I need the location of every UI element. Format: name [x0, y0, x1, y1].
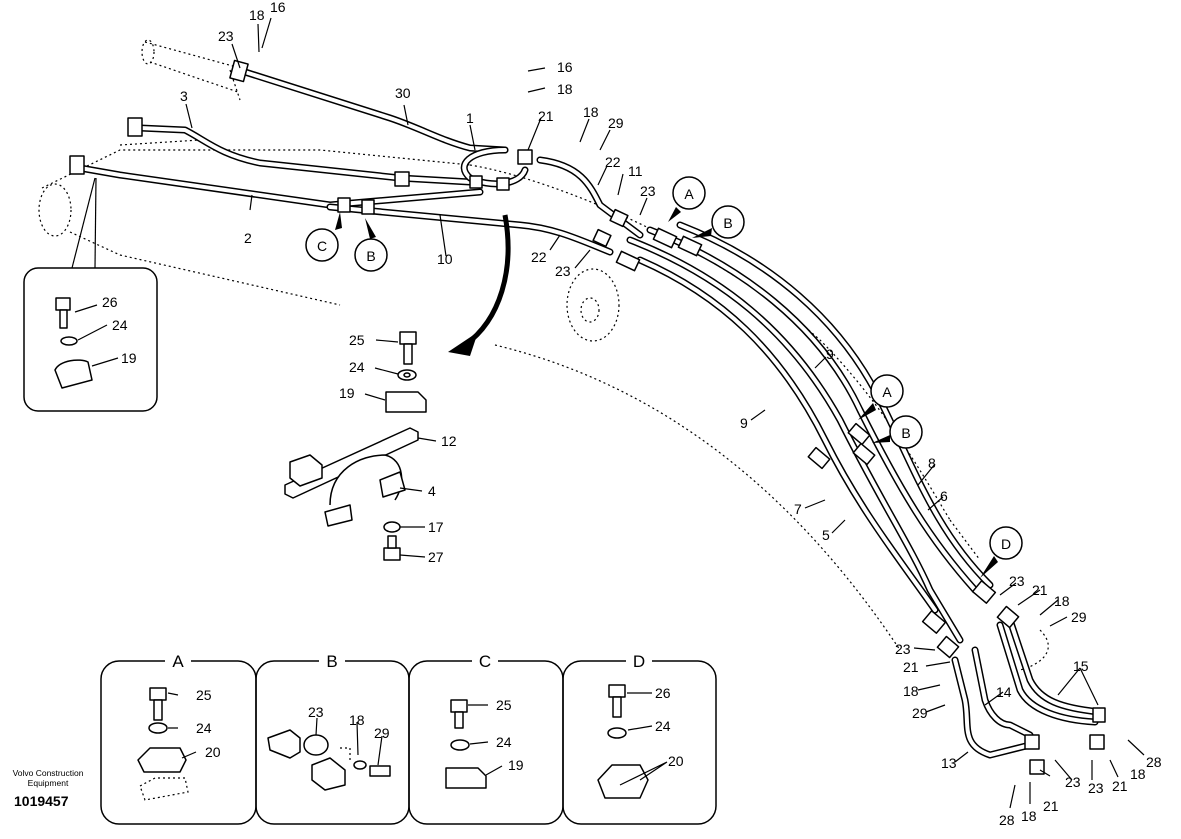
detail-b-title: B: [326, 652, 337, 671]
label-17: 17: [428, 519, 444, 535]
fittings: [69, 59, 1106, 775]
label-8: 8: [928, 455, 936, 471]
callout-c: C: [317, 238, 327, 254]
label-13: 13: [941, 755, 957, 771]
callout-d: D: [1001, 536, 1011, 552]
label-24-inset: 24: [112, 317, 128, 333]
part-labels: 16 18 23 30 3 1 2 10 16 18 21 18 29 22 1…: [102, 0, 1162, 828]
detail-labels: A B C D 25 24 20 23 18 29 25 24 19 26 24…: [172, 652, 683, 773]
label-10: 10: [437, 251, 453, 267]
label-29-d: 29: [1071, 609, 1087, 625]
detail-boxes: [100, 651, 717, 825]
label-18-mid: 18: [557, 81, 573, 97]
label-21-left: 21: [903, 659, 919, 675]
leader-lines: [74, 17, 1145, 809]
label-18-right: 18: [583, 104, 599, 120]
label-23-d: 23: [1009, 573, 1025, 589]
label-9-right: 9: [826, 346, 834, 362]
label-23-top: 23: [218, 28, 234, 44]
label-16-mid: 16: [557, 59, 573, 75]
callout-b-left: B: [366, 248, 375, 264]
label-21-d: 21: [1032, 582, 1048, 598]
callout-circles: A B C B A B D: [305, 176, 1023, 578]
label-22-mid: 22: [531, 249, 547, 265]
view-arrow: [448, 214, 511, 356]
label-6: 6: [940, 488, 948, 504]
label-18-bottom: 18: [1021, 808, 1037, 824]
label-16-top: 16: [270, 0, 286, 15]
label-29-top: 29: [608, 115, 624, 131]
detail-a-item-24: 24: [196, 720, 212, 736]
hydraulic-tubes: [76, 68, 1104, 759]
detail-d-item-20: 20: [668, 753, 684, 769]
detail-b-item-18: 18: [349, 712, 365, 728]
label-23-left: 23: [895, 641, 911, 657]
brand-line-1: Volvo Construction: [12, 768, 84, 778]
callout-a-top: A: [684, 186, 694, 202]
label-25-center: 25: [349, 332, 365, 348]
label-18-d: 18: [1054, 593, 1070, 609]
clamp-assembly: [284, 331, 427, 561]
detail-c-title: C: [479, 652, 491, 671]
label-29-left: 29: [912, 705, 928, 721]
detail-d-item-24: 24: [655, 718, 671, 734]
label-14: 14: [996, 684, 1012, 700]
detail-a-title: A: [172, 652, 184, 671]
detail-d-item-26: 26: [655, 685, 671, 701]
label-7: 7: [794, 501, 802, 517]
label-23-bottom-b: 23: [1088, 780, 1104, 796]
detail-d-title: D: [633, 652, 645, 671]
label-23-mid: 23: [640, 183, 656, 199]
detail-c-item-25: 25: [496, 697, 512, 713]
detail-c-item-24: 24: [496, 734, 512, 750]
label-12: 12: [441, 433, 457, 449]
label-27: 27: [428, 549, 444, 565]
label-21-bottom-b: 21: [1112, 778, 1128, 794]
label-28-bottom: 28: [999, 812, 1015, 828]
detail-c-item-19: 19: [508, 757, 524, 773]
detail-b-item-29: 29: [374, 725, 390, 741]
label-22-top: 22: [605, 154, 621, 170]
inset-detail: [23, 177, 158, 412]
label-5: 5: [822, 527, 830, 543]
label-19-center: 19: [339, 385, 355, 401]
label-11: 11: [628, 163, 643, 179]
label-30: 30: [395, 85, 411, 101]
label-19-inset: 19: [121, 350, 137, 366]
label-23-low: 23: [555, 263, 571, 279]
detail-b-item-23: 23: [308, 704, 324, 720]
callout-a-mid: A: [882, 384, 892, 400]
label-24-center: 24: [349, 359, 365, 375]
label-2: 2: [244, 230, 252, 246]
brand-line-2: Equipment: [27, 778, 69, 788]
label-18-left: 18: [903, 683, 919, 699]
label-1: 1: [466, 110, 474, 126]
label-18-top: 18: [249, 7, 265, 23]
detail-a-item-25: 25: [196, 687, 212, 703]
label-18-bottom-b: 18: [1130, 766, 1146, 782]
label-21-bottom: 21: [1043, 798, 1059, 814]
detail-a-item-20: 20: [205, 744, 221, 760]
label-9-left: 9: [740, 415, 748, 431]
label-4: 4: [428, 483, 436, 499]
label-26-inset: 26: [102, 294, 118, 310]
label-28-right: 28: [1146, 754, 1162, 770]
callout-b-top: B: [723, 215, 732, 231]
label-3: 3: [180, 88, 188, 104]
label-23-bottom-a: 23: [1065, 774, 1081, 790]
label-15: 15: [1073, 658, 1089, 674]
callout-b-mid: B: [901, 425, 910, 441]
brand-caption: Volvo Construction Equipment: [6, 768, 90, 788]
label-21-top: 21: [538, 108, 554, 124]
document-number: 1019457: [14, 793, 69, 809]
